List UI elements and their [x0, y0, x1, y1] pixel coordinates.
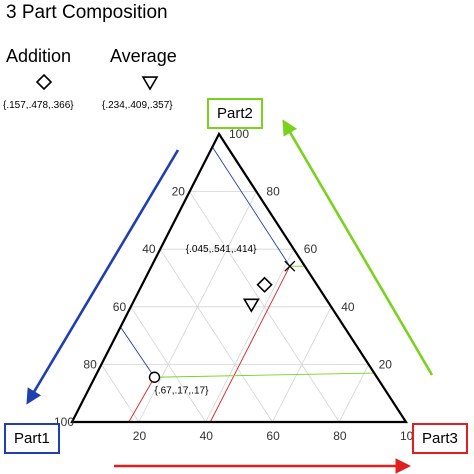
guide-line: [128, 377, 155, 423]
legend-marker-diamond: [35, 73, 53, 91]
legend-marker-triangle-down: [141, 76, 159, 91]
grid-line: [130, 306, 206, 423]
marker-x: [284, 260, 296, 272]
tick-label-part2: 60: [304, 242, 318, 256]
grid-line: [272, 306, 332, 423]
legend-addition-coord: {.157,.478,.366}: [3, 100, 74, 111]
corner-label-part3: Part3: [412, 423, 468, 454]
triangle-frame: [70, 131, 409, 424]
grid-line: [159, 248, 273, 423]
guide-line: [212, 146, 291, 267]
grid-line: [101, 364, 140, 423]
tick-label-part1: 80: [83, 357, 97, 371]
guide-line: [154, 372, 375, 378]
arrow-part1: [26, 149, 180, 405]
ternary-grid: [101, 191, 369, 423]
legend-markers: [35, 73, 159, 91]
tick-label-part1: 20: [172, 185, 186, 199]
corner-label-part1: Part1: [4, 423, 60, 454]
guide-line: [120, 326, 155, 378]
tick-label-part1: 60: [113, 300, 127, 314]
tick-label-part3: 60: [266, 429, 280, 443]
point-label: {.045,.541,.414}: [186, 244, 257, 255]
data-markers: [148, 260, 296, 383]
arrow-part2: [282, 119, 434, 376]
grid-line: [205, 249, 295, 423]
tick-label-part2: 40: [341, 300, 355, 314]
tick-label-part2: 20: [379, 357, 393, 371]
tick-label-part1: 40: [142, 242, 156, 256]
tick-label-part3: 40: [200, 429, 214, 443]
grid-line: [338, 364, 369, 423]
point-labels: {.045,.541,.414} {.67,.17,.17}: [154, 244, 257, 396]
legend-addition-label: Addition: [6, 46, 72, 66]
marker-circle: [148, 371, 161, 383]
guide-line: [209, 265, 291, 423]
corner-label-part2: Part2: [207, 98, 263, 129]
tick-label-part2: 100: [229, 127, 249, 141]
point-label: {.67,.17,.17}: [154, 385, 209, 396]
legend-average-label: Average: [110, 46, 177, 66]
marker-diamond: [256, 276, 273, 293]
chart-title: 3 Part Composition: [6, 2, 168, 23]
legend-average-coord: {.234,.409,.357}: [102, 100, 173, 111]
tick-label-part3: 80: [333, 429, 347, 443]
component-arrows: [26, 119, 434, 474]
tick-label-part2: 80: [266, 185, 280, 199]
guide-lines: [120, 146, 375, 423]
tick-label-part3: 20: [133, 429, 147, 443]
marker-triangle-down: [242, 298, 260, 313]
